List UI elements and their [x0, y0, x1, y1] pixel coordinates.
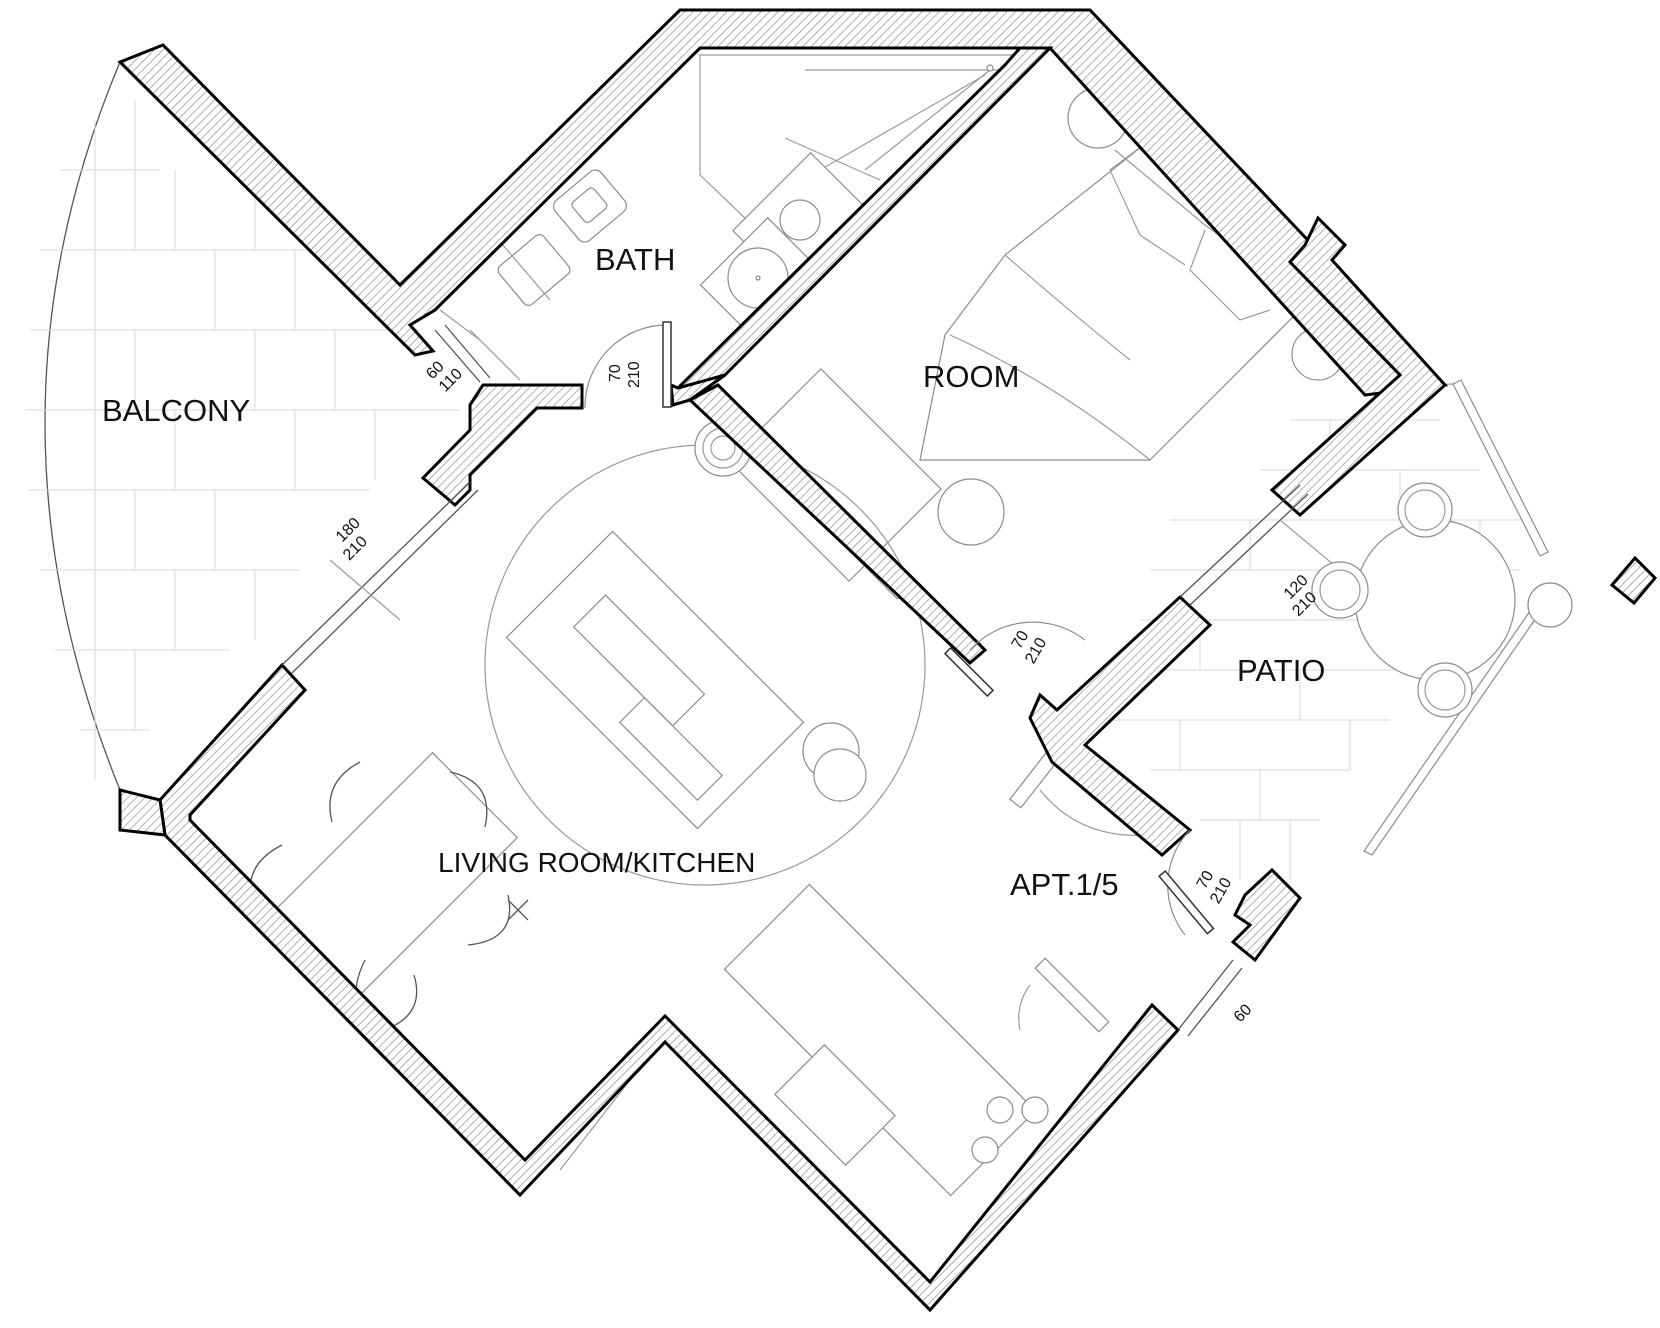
bath-stool	[497, 234, 571, 306]
balcony-edge-arc	[44, 61, 121, 791]
wall-patio-pier	[1609, 555, 1658, 606]
room-door	[943, 646, 995, 698]
toilet-icon	[779, 199, 821, 241]
patio-furniture	[1311, 482, 1573, 718]
wardrobe	[728, 368, 942, 582]
dim-room-door-width: 70	[1009, 628, 1033, 652]
wall-living-room	[687, 383, 988, 666]
balcony-floor	[25, 61, 460, 791]
living-furniture	[249, 419, 1151, 1197]
bath-door-swing	[584, 324, 668, 409]
walls	[117, 8, 1658, 1313]
wall-west	[118, 788, 167, 837]
kitchen-window	[1177, 959, 1234, 1031]
bath-window	[434, 329, 481, 383]
wall-entrance-pier	[1230, 867, 1302, 963]
sofa-cushion-left	[572, 594, 706, 727]
patio-table-icon	[1354, 519, 1516, 681]
label-room: ROOM	[923, 359, 1019, 394]
dim-kitchen-window-width: 60	[1231, 1001, 1256, 1026]
wall-northwest	[117, 8, 1449, 397]
label-living: LIVING ROOM/KITCHEN	[438, 847, 755, 878]
fridge	[1034, 957, 1110, 1033]
label-apartment: APT.1/5	[1010, 867, 1119, 902]
dim-bath-door-height: 210	[626, 361, 643, 388]
wall-bath-south-right	[669, 373, 726, 407]
balcony-door	[281, 481, 471, 666]
wall-bath-south-left	[420, 383, 584, 508]
sofa-cushion-right	[618, 696, 724, 802]
room-door-swing	[969, 621, 1086, 651]
stove-burner-icon	[986, 1096, 1014, 1124]
kitchen-sink	[774, 1044, 896, 1166]
entrance-door	[1158, 870, 1215, 935]
dining-chair-icon	[329, 761, 361, 823]
wall-room-east	[1269, 215, 1448, 518]
dim-bath-door-width: 70	[607, 364, 624, 382]
patio-railing-east	[1452, 379, 1549, 557]
balcony-tiles	[25, 100, 460, 780]
labels: BALCONY BATH ROOM PATIO LIVING ROOM/KITC…	[102, 242, 1325, 1026]
bath-door	[662, 321, 672, 408]
doors	[281, 321, 1341, 1037]
wall-living-patio	[1028, 594, 1213, 857]
label-balcony: BALCONY	[102, 393, 250, 428]
patio-door	[1179, 484, 1301, 598]
label-patio: PATIO	[1237, 653, 1325, 688]
armchair-icon	[937, 478, 1005, 546]
patio-chair-icon	[1397, 482, 1453, 538]
dim-entrance-door-width: 70	[1194, 868, 1218, 892]
label-bath: BATH	[595, 242, 675, 277]
